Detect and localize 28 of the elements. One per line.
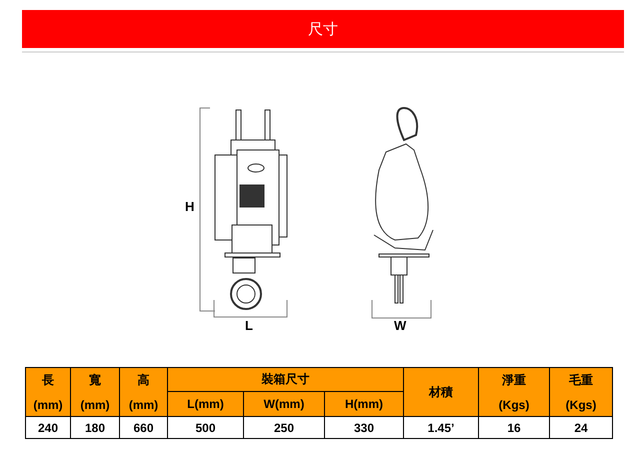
dimension-label: W [394,318,406,333]
column-header: 寬 [89,372,101,390]
cell-value: 24 [574,420,588,434]
cell-value: 250 [274,420,294,434]
cell-value: 180 [84,420,106,434]
column-header: (mm) [80,398,110,412]
column-header: W(mm) [264,397,304,411]
column-header: 裝箱尺寸 [262,371,310,388]
column-header: 材積 [429,384,453,400]
column-header: (mm) [128,398,158,412]
dimension-label: H [185,199,194,214]
cell-value: 16 [507,420,521,434]
column-header: 高 [138,372,150,390]
dimension-label: L [245,318,253,333]
cell-value: 330 [354,420,374,434]
title-banner: 尺寸 [22,10,624,48]
cell-value: 660 [133,420,154,434]
column-header: H(mm) [345,397,383,411]
column-header: L(mm) [187,397,224,411]
cell-value: 1.45’ [428,420,454,434]
column-header: (Kgs) [566,398,596,412]
column-header: (Kgs) [498,398,530,412]
column-header: 長 [42,372,54,390]
column-header: (mm) [33,398,63,412]
cell-value: 240 [38,420,58,434]
column-header: 淨重 [502,372,526,390]
column-header: 毛重 [569,372,593,390]
cell-value: 500 [195,420,216,434]
